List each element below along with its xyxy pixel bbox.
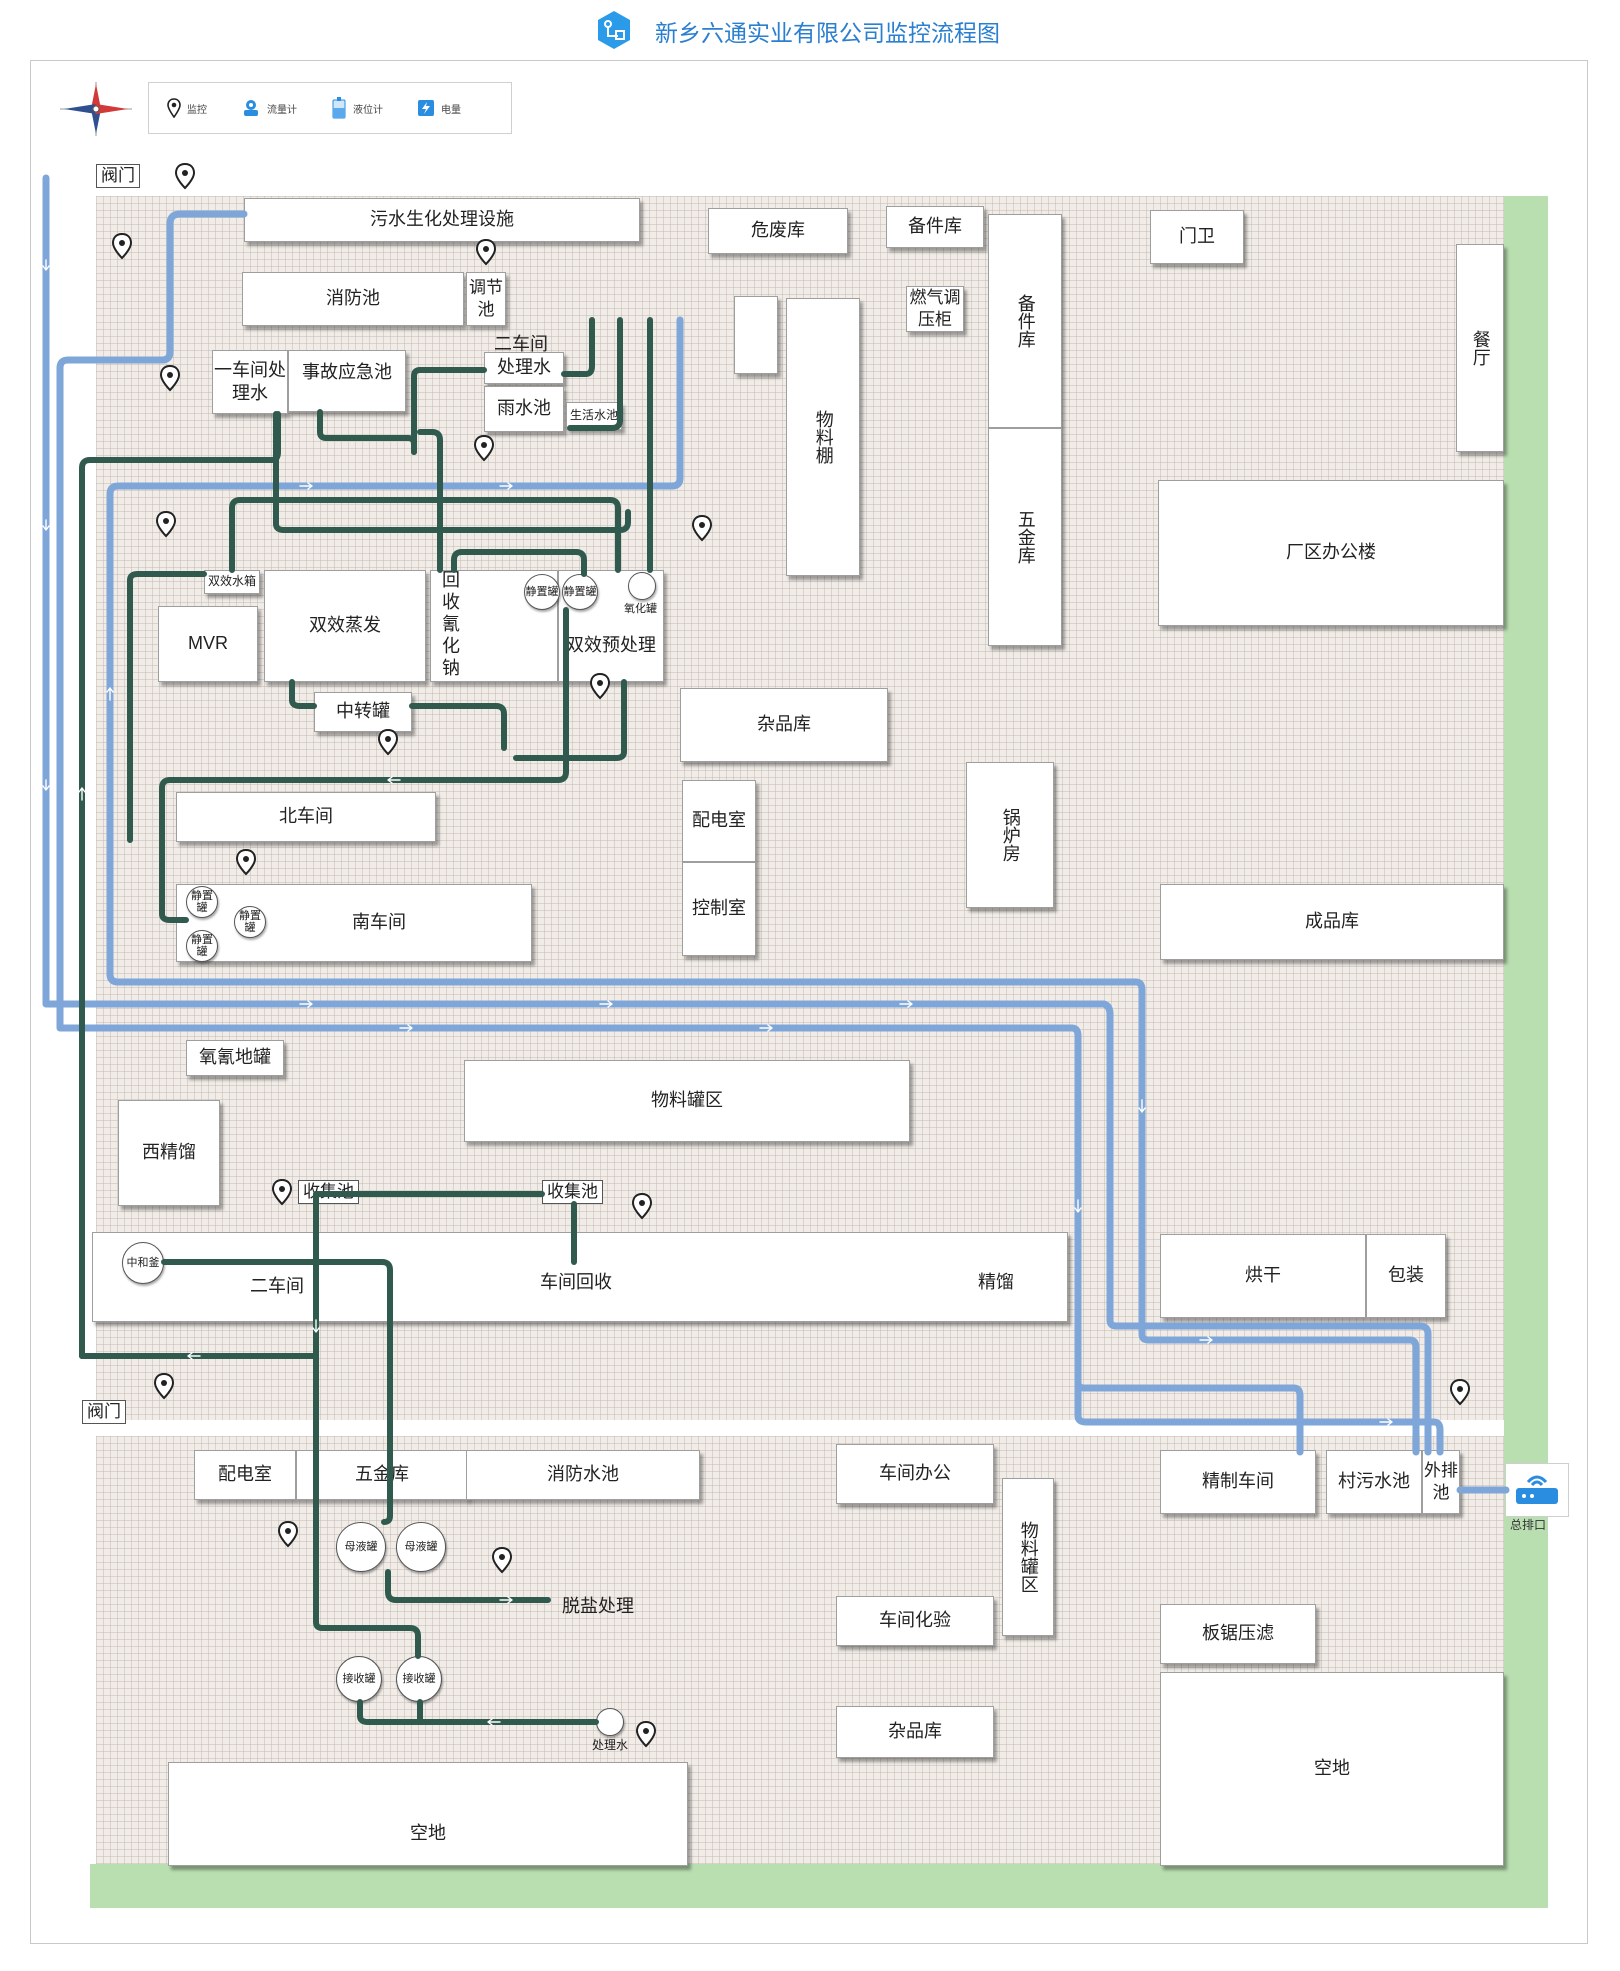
settle-tank-1[interactable]: 静置罐	[524, 574, 560, 610]
main-outlet[interactable]	[1505, 1463, 1569, 1517]
flowmeter-icon	[244, 100, 258, 116]
router-outlet-icon	[1516, 1475, 1558, 1504]
sundry-store-1[interactable]: 杂品库	[680, 688, 888, 762]
power-room-1[interactable]: 配电室	[682, 780, 756, 862]
level-gauge-icon	[332, 97, 346, 119]
discharge-pool[interactable]: 外排池	[1422, 1450, 1460, 1514]
fire-water-pool[interactable]: 消防水池	[466, 1450, 700, 1500]
ws1-treated-water[interactable]: 一车间处理水	[212, 350, 288, 414]
grass-strip-east	[1504, 196, 1548, 1866]
village-sewage-pool[interactable]: 村污水池	[1326, 1450, 1422, 1514]
receive-tank-2[interactable]: 接收罐	[396, 1656, 442, 1702]
power-room-2[interactable]: 配电室	[194, 1450, 296, 1500]
page-title: 新乡六通实业有限公司监控流程图	[655, 21, 1000, 47]
main-outlet-label: 总排口	[1510, 1518, 1547, 1532]
drying[interactable]: 烘干	[1160, 1234, 1366, 1318]
neutralizing-kettle[interactable]: 中和釜	[122, 1242, 164, 1284]
hazard-waste-store[interactable]: 危废库	[708, 208, 848, 254]
empty-lot-2[interactable]: 空地	[1160, 1672, 1504, 1866]
sundry-store-2[interactable]: 杂品库	[836, 1706, 994, 1758]
flowchart-logo-icon	[598, 11, 630, 49]
valve-top[interactable]: 阀门	[96, 164, 140, 188]
mother-liquor-tank-2[interactable]: 母液罐	[396, 1522, 446, 1572]
spare-parts-store-1[interactable]: 备件库	[886, 206, 984, 248]
small-box-north	[734, 296, 778, 374]
recover-sodium-cyanide-label: 回收氰化钠	[442, 570, 460, 678]
mother-liquor-tank-1[interactable]: 母液罐	[336, 1522, 386, 1572]
collect-pool-2[interactable]: 收集池	[542, 1180, 603, 1204]
spare-parts-store-2[interactable]: 备件库	[988, 214, 1062, 428]
office-building[interactable]: 厂区办公楼	[1158, 480, 1504, 626]
material-tank-area[interactable]: 物料罐区	[464, 1060, 910, 1142]
compass-icon	[60, 82, 132, 136]
legend-flowmeter-label: 流量计	[267, 104, 297, 116]
cyanide-tank-label: 氧化罐	[624, 603, 657, 615]
collect-pool-1[interactable]: 收集池	[298, 1180, 359, 1204]
hardware-store-1[interactable]: 五金库	[988, 428, 1062, 646]
adjust-pool[interactable]: 调节池	[466, 272, 506, 326]
double-effect-tank[interactable]: 双效水箱	[204, 570, 260, 594]
sewage-bio-facility[interactable]: 污水生化处理设施	[244, 198, 640, 242]
workshop-recover-label: 车间回收	[540, 1272, 612, 1292]
legend-flowmeter: 流量计	[241, 83, 297, 133]
legend-monitor: 监控	[167, 83, 207, 133]
refining-workshop[interactable]: 精制车间	[1160, 1450, 1316, 1514]
transfer-tank[interactable]: 中转罐	[314, 692, 412, 732]
living-water-pool[interactable]: 生活水池	[566, 402, 622, 430]
settle-tank-2[interactable]: 静置罐	[562, 574, 598, 610]
north-workshop[interactable]: 北车间	[176, 792, 436, 842]
legend-level: 液位计	[331, 83, 383, 133]
distillation-label: 精馏	[978, 1272, 1014, 1292]
hardware-store-2[interactable]: 五金库	[296, 1450, 468, 1500]
power-icon	[418, 100, 434, 116]
monitor-pin-icon	[167, 98, 181, 118]
legend-level-label: 液位计	[353, 104, 383, 116]
treated-water-tank[interactable]	[596, 1708, 624, 1736]
workshop-office[interactable]: 车间办公	[836, 1444, 994, 1504]
grass-strip-south	[90, 1864, 1548, 1908]
plate-filter-press[interactable]: 板锯压滤	[1160, 1604, 1316, 1664]
legend-monitor-label: 监控	[187, 104, 207, 116]
guard-room[interactable]: 门卫	[1150, 210, 1244, 264]
legend-power-label: 电量	[441, 104, 461, 116]
empty-lot-1[interactable]: 空地	[168, 1762, 688, 1866]
canteen[interactable]: 餐厅	[1456, 244, 1504, 452]
cyan-ground-tank[interactable]: 氧氰地罐	[186, 1040, 284, 1076]
material-tank-area-2[interactable]: 物料罐区	[1002, 1478, 1054, 1636]
south-workshop[interactable]: 南车间	[176, 884, 532, 962]
ws2-treated-water[interactable]: 处理水	[484, 352, 564, 384]
material-shed[interactable]: 物料棚	[786, 298, 860, 576]
settle-tank-3[interactable]: 静置罐	[186, 886, 218, 918]
legend-power: 电量	[417, 83, 461, 133]
page-header: 新乡六通实业有限公司监控流程图	[0, 0, 1620, 58]
gas-pressure-cabinet[interactable]: 燃气调压柜	[906, 286, 964, 332]
settle-tank-5[interactable]: 静置罐	[186, 930, 218, 962]
mvr-unit[interactable]: MVR	[158, 606, 258, 682]
treated-water-label: 处理水	[592, 1738, 629, 1752]
product-store[interactable]: 成品库	[1160, 884, 1504, 960]
legend: 监控 流量计 液位计 电量	[148, 82, 512, 134]
double-effect-evaporator[interactable]: 双效蒸发	[264, 570, 426, 682]
cyanide-tank[interactable]	[628, 572, 656, 600]
workshop-2-label: 二车间	[250, 1276, 304, 1296]
settle-tank-4[interactable]: 静置罐	[234, 906, 266, 938]
packing[interactable]: 包装	[1366, 1234, 1446, 1318]
workshop-lab[interactable]: 车间化验	[836, 1596, 994, 1646]
boiler-room[interactable]: 锅炉房	[966, 762, 1054, 908]
valve-mid[interactable]: 阀门	[82, 1400, 126, 1424]
west-distillation[interactable]: 西精馏	[118, 1100, 220, 1206]
emergency-pool[interactable]: 事故应急池	[288, 350, 406, 412]
fire-pool[interactable]: 消防池	[242, 272, 464, 326]
control-room[interactable]: 控制室	[682, 862, 756, 956]
receive-tank-1[interactable]: 接收罐	[336, 1656, 382, 1702]
desalt-treatment-label: 脱盐处理	[562, 1596, 634, 1616]
rain-pool[interactable]: 雨水池	[484, 386, 564, 432]
